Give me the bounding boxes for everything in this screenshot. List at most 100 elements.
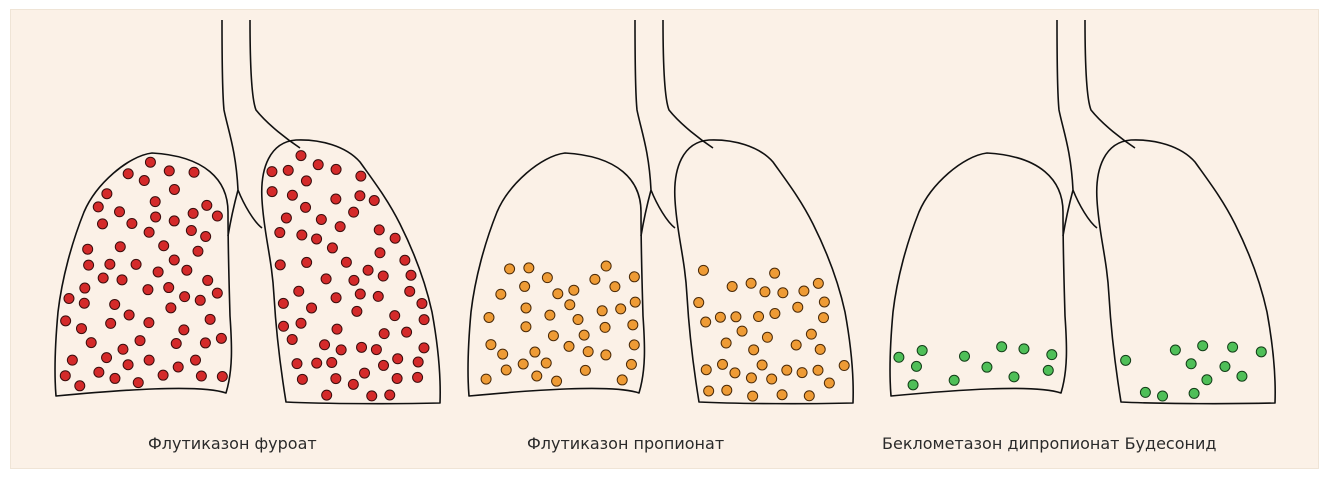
right-lung-particle (357, 342, 367, 352)
left-lung-particle (216, 333, 226, 343)
right-lung-particle (297, 374, 307, 384)
right-lung-particle (730, 368, 740, 378)
left-lung-particle (630, 297, 640, 307)
left-lung-particle (166, 303, 176, 313)
left-lung-particle (182, 265, 192, 275)
left-lung-particle (564, 341, 574, 351)
right-lung-particle (704, 386, 714, 396)
caption-beclomethasone-budesonide: Беклометазон дипропионат Будесонид (882, 434, 1216, 453)
right-lung-particle (332, 324, 342, 334)
left-lung-particle (93, 202, 103, 212)
right-lung-particle (355, 191, 365, 201)
right-lung-particle (392, 373, 402, 383)
left-lung-particle (553, 289, 563, 299)
right-lung-particle (1140, 387, 1150, 397)
right-lung-particle (782, 365, 792, 375)
right-lung-particle (715, 312, 725, 322)
right-lung-particle (374, 225, 384, 235)
panel-1 (60, 151, 429, 401)
right-lung-particle (335, 222, 345, 232)
left-lung-particle (917, 346, 927, 356)
left-lung-particle (153, 267, 163, 277)
right-lung-particle (352, 306, 362, 316)
left-lung-particle (118, 344, 128, 354)
right-lung-particle (349, 275, 359, 285)
right-lung-particle (778, 288, 788, 298)
left-lung-particle (180, 292, 190, 302)
left-lung-particle (590, 274, 600, 284)
right-lung-particle (839, 361, 849, 371)
left-lung-particle (521, 303, 531, 313)
right-lung-particle (419, 343, 429, 353)
right-lung-particle (371, 345, 381, 355)
right-lung-particle (737, 326, 747, 336)
right-lung-particle (819, 313, 829, 323)
left-lung-particle (144, 355, 154, 365)
left-lung-particle (86, 338, 96, 348)
right-lung-particle (749, 345, 759, 355)
right-lung-particle (312, 358, 322, 368)
right-lung-particle (731, 312, 741, 322)
left-lung-particle (1019, 344, 1029, 354)
left-lung-particle (61, 316, 71, 326)
left-lung-particle (110, 299, 120, 309)
left-lung-particle (518, 359, 528, 369)
left-lung-particle (139, 176, 149, 186)
left-lung-outline (890, 153, 1067, 396)
left-lung-particle (597, 306, 607, 316)
left-lung-particle (205, 314, 215, 324)
left-lung-particle (105, 259, 115, 269)
right-lung-particle (824, 378, 834, 388)
right-lung-particle (375, 248, 385, 258)
right-lung-particle (819, 297, 829, 307)
left-lung-particle (481, 374, 491, 384)
left-lung-particle (629, 272, 639, 282)
left-lung-particle (552, 376, 562, 386)
left-lung-particle (610, 282, 620, 292)
right-lung-particle (413, 357, 423, 367)
left-lung-particle (144, 318, 154, 328)
right-lung-particle (275, 228, 285, 238)
left-lung-particle (102, 353, 112, 363)
left-lung-particle (106, 318, 116, 328)
left-lung-particle (600, 322, 610, 332)
left-lung-particle (79, 298, 89, 308)
right-lung-particle (369, 196, 379, 206)
left-lung-particle (949, 375, 959, 385)
right-lung-particle (777, 390, 787, 400)
left-lung-particle (524, 263, 534, 273)
left-lung-particle (601, 350, 611, 360)
right-lung-particle (331, 374, 341, 384)
left-lung-particle (530, 347, 540, 357)
right-lung-particle (360, 368, 370, 378)
left-lung-particle (115, 207, 125, 217)
right-lung-particle (797, 368, 807, 378)
right-lung-particle (312, 234, 322, 244)
left-lung-particle (501, 365, 511, 375)
left-lung-particle (545, 310, 555, 320)
right-lung-particle (813, 278, 823, 288)
left-lung-particle (541, 358, 551, 368)
right-lung-particle (722, 385, 732, 395)
left-lung-particle (169, 184, 179, 194)
left-lung-particle (179, 325, 189, 335)
left-lung-particle (164, 283, 174, 293)
left-lung-particle (195, 295, 205, 305)
right-lung-particle (402, 327, 412, 337)
right-lung-particle (267, 167, 277, 177)
trachea-outline (635, 20, 713, 236)
left-lung-particle (201, 232, 211, 242)
left-lung-particle (169, 216, 179, 226)
right-lung-particle (804, 391, 814, 401)
right-lung-particle (313, 160, 323, 170)
left-lung-particle (583, 347, 593, 357)
right-lung-particle (1202, 375, 1212, 385)
left-lung-particle (144, 227, 154, 237)
left-lung-particle (982, 362, 992, 372)
right-lung-particle (727, 281, 737, 291)
left-lung-particle (193, 246, 203, 256)
right-lung-particle (327, 243, 337, 253)
right-lung-particle (770, 268, 780, 278)
right-lung-particle (746, 278, 756, 288)
